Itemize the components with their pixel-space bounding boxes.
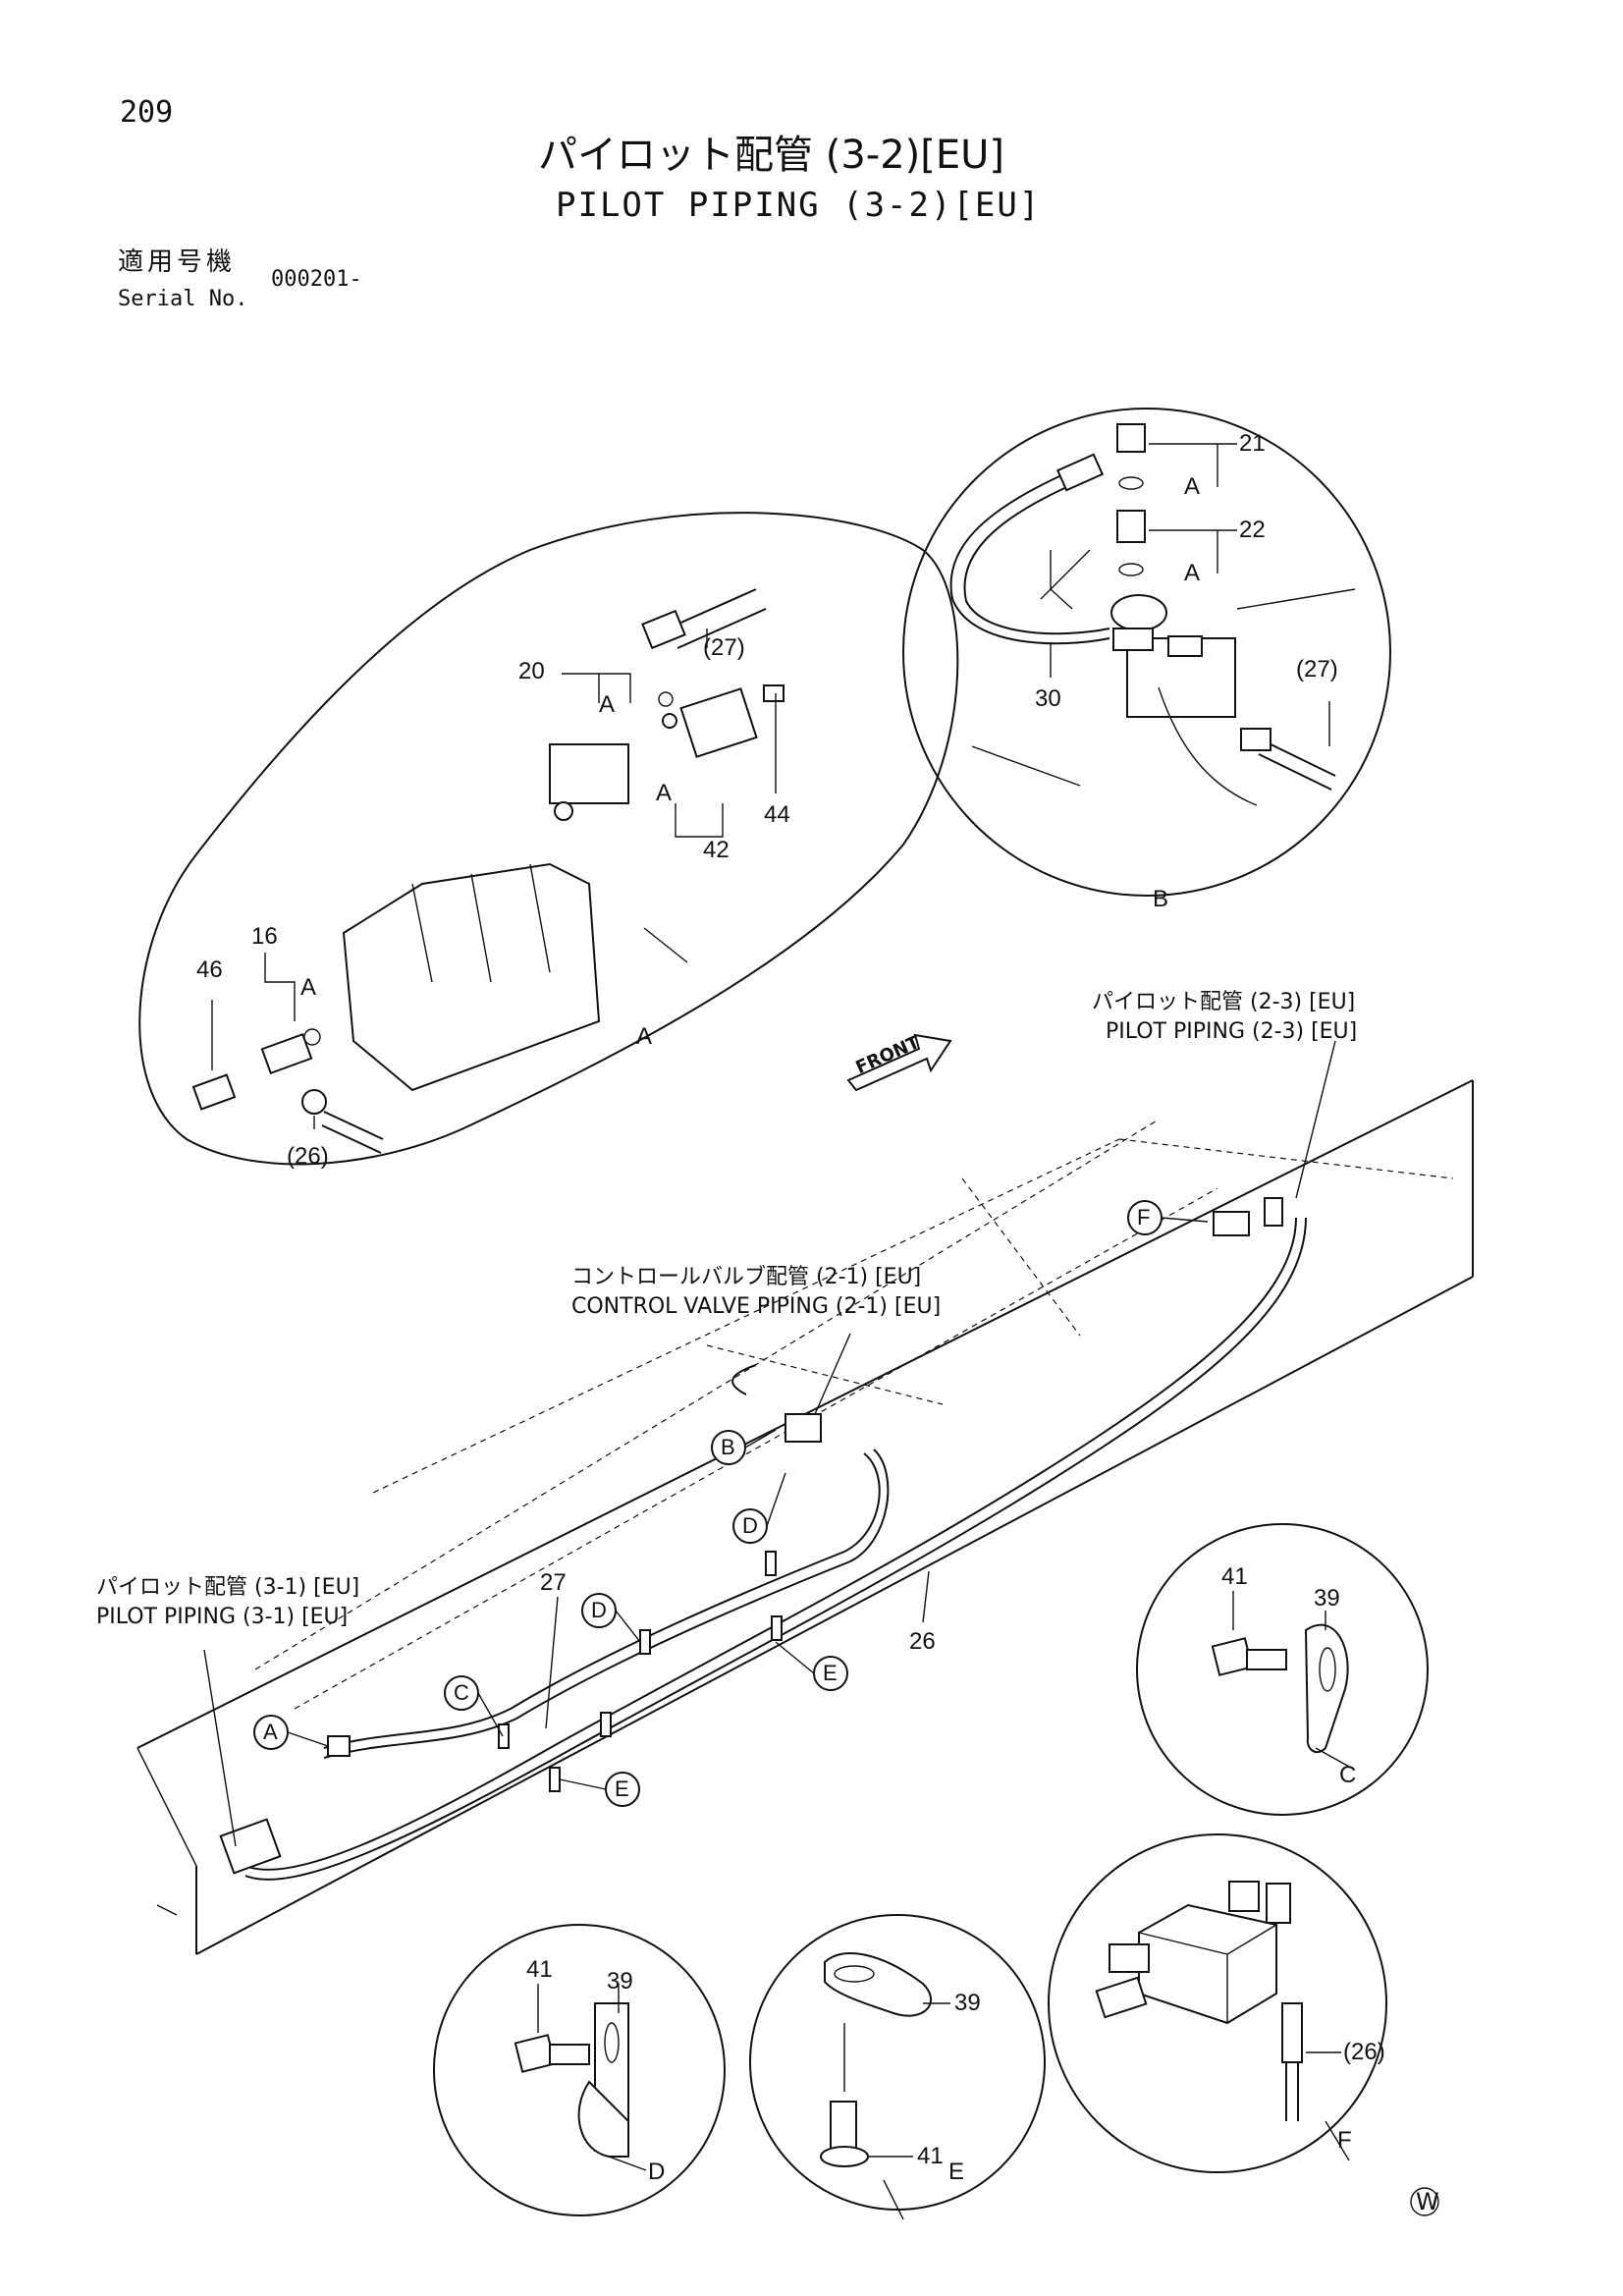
bubble-e-2: E <box>615 1777 629 1801</box>
detail-label-a: A <box>636 1023 653 1050</box>
part-number-42: 42 <box>703 837 730 863</box>
detail-d-parts <box>514 1984 647 2171</box>
part-number-39-detail-d: 39 <box>607 1968 633 1995</box>
part-number-16: 16 <box>251 923 278 950</box>
part-number-44: 44 <box>764 801 790 828</box>
part-number-30: 30 <box>1035 685 1061 712</box>
callout-a-detail-b-2: A <box>1184 560 1201 586</box>
callout-a-detail-a-1: A <box>599 691 616 718</box>
detail-a-parts <box>191 588 784 1154</box>
page-title-english: PILOT PIPING (3-2)[EU] <box>556 186 1042 225</box>
bubble-e-1: E <box>823 1661 838 1685</box>
detail-f-outline <box>1048 1833 1387 2173</box>
part-number-26-detail-a: (26) <box>287 1143 329 1170</box>
leader-lines <box>203 927 1336 1847</box>
page-number: 209 <box>120 95 174 130</box>
serial-label-english: Serial No. <box>118 287 248 311</box>
part-number-27-detail-b: (27) <box>1296 656 1338 683</box>
detail-label-f: F <box>1337 2127 1352 2154</box>
ref-pilot-piping-3-1-en: PILOT PIPING (3-1) [EU] <box>96 1605 349 1629</box>
callout-a-detail-a-3: A <box>300 974 317 1001</box>
ref-pilot-piping-3-1-jp: パイロット配管 (3-1) [EU] <box>96 1575 360 1600</box>
bubble-c: C <box>454 1680 469 1705</box>
ref-pilot-piping-2-3-en: PILOT PIPING (2-3) [EU] <box>1106 1019 1358 1044</box>
main-hoses <box>219 1197 1307 1881</box>
watermark: W <box>1416 2188 1439 2215</box>
detail-b-parts <box>949 423 1356 806</box>
serial-number-value: 000201- <box>271 267 362 292</box>
detail-d-outline <box>433 1924 726 2216</box>
detail-c-outline <box>1136 1523 1429 1816</box>
page-title-japanese: パイロット配管 (3-2)[EU] <box>538 133 1005 178</box>
part-number-27-main: 27 <box>540 1569 567 1596</box>
detail-label-d: D <box>648 2159 666 2185</box>
detail-f-parts <box>1095 1881 1350 2161</box>
part-number-20: 20 <box>518 658 545 684</box>
part-number-26-main: 26 <box>909 1628 936 1655</box>
part-number-21: 21 <box>1239 430 1266 457</box>
callout-a-detail-a-2: A <box>656 780 673 806</box>
part-number-41-detail-d: 41 <box>526 1956 553 1983</box>
ref-control-valve-2-1-en: CONTROL VALVE PIPING (2-1) [EU] <box>571 1294 942 1319</box>
part-number-41-detail-c: 41 <box>1221 1563 1248 1590</box>
part-number-22: 22 <box>1239 517 1266 543</box>
detail-label-c: C <box>1339 1762 1357 1788</box>
front-arrow-icon <box>846 1033 952 1092</box>
bubble-f: F <box>1137 1205 1151 1230</box>
ref-pilot-piping-2-3-jp: パイロット配管 (2-3) [EU] <box>1092 990 1356 1014</box>
bubble-d-2: D <box>591 1598 607 1622</box>
bubble-d-1: D <box>742 1513 758 1538</box>
detail-label-e: E <box>948 2159 965 2185</box>
detail-b-outline <box>902 408 1391 897</box>
part-number-46: 46 <box>196 957 223 983</box>
watermark-circle <box>1410 2187 1439 2216</box>
detail-label-b: B <box>1153 886 1169 912</box>
bubble-a: A <box>263 1720 278 1744</box>
bubble-b: B <box>721 1435 735 1459</box>
serial-label-japanese: 適用号機 <box>118 247 237 277</box>
detail-a-outline <box>138 512 959 1166</box>
part-number-26-detail-f: (26) <box>1343 2039 1385 2065</box>
part-number-39-detail-c: 39 <box>1314 1585 1340 1612</box>
ref-control-valve-2-1-jp: コントロールバルブ配管 (2-1) [EU] <box>571 1265 922 1289</box>
callout-a-detail-b-1: A <box>1184 473 1201 500</box>
part-number-27-detail-a: (27) <box>703 634 745 661</box>
bubble-markers <box>253 1200 1209 1807</box>
detail-e-parts <box>820 1952 950 2220</box>
part-number-39-detail-e: 39 <box>954 1990 981 2016</box>
detail-e-outline <box>749 1914 1046 2211</box>
detail-c-parts <box>1211 1591 1352 1769</box>
part-number-41-detail-e: 41 <box>917 2143 944 2169</box>
